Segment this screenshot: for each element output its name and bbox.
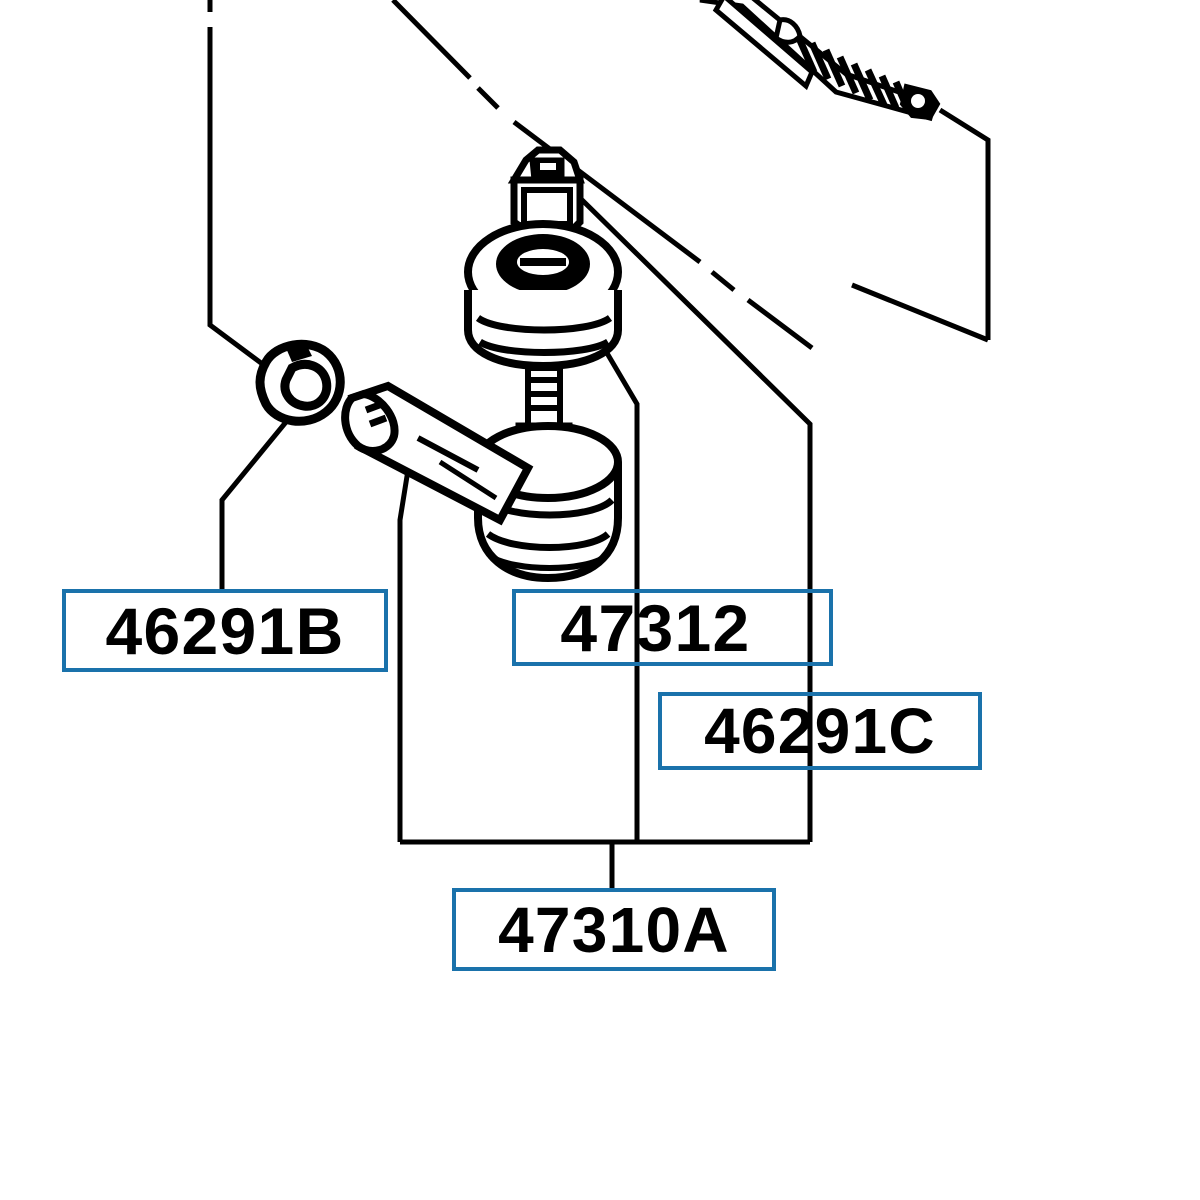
callout-47310A[interactable]: 47310A	[452, 888, 776, 971]
centerline-seg-3	[746, 298, 814, 350]
rack-rod-thread-part	[699, 0, 941, 122]
boundary-right-diagonal	[851, 282, 989, 343]
boundary-left-edge	[207, 27, 302, 395]
centerline-seg-2	[512, 120, 702, 264]
dust-boot-rib-1	[475, 314, 613, 334]
centerline-seg-1	[391, 0, 472, 80]
callout-46291B[interactable]: 46291B	[62, 589, 388, 672]
dust-boot-center-bar	[520, 258, 566, 266]
leader-46291C	[576, 194, 813, 842]
tie-rod-housing-rib-3	[488, 553, 608, 571]
callout-46291B-code: 46291B	[105, 593, 345, 668]
lock-nut-facet-shadow	[286, 344, 312, 362]
leader-47312	[601, 346, 640, 842]
tie-rod-arm-crease-2	[438, 459, 498, 501]
tie-rod-housing-rib-2	[485, 531, 611, 551]
rack-rod-collar	[712, 0, 816, 91]
leader-47310A-left	[397, 469, 411, 842]
dust-boot-part	[464, 220, 622, 371]
callout-47312-code: 47312	[560, 590, 751, 665]
callout-46291C[interactable]: 46291C	[658, 692, 982, 770]
centerline-dash-2	[710, 270, 736, 292]
lock-nut-part	[255, 339, 345, 426]
dust-boot-rib-2	[478, 338, 610, 356]
hex-nut-bore-highlight	[540, 163, 556, 170]
tie-rod-arm-crease	[416, 435, 480, 473]
tie-rod-arm-end-threads	[364, 400, 388, 428]
boundary-right-edge	[938, 107, 991, 340]
callout-46291C-code: 46291C	[704, 695, 936, 767]
ball-stud-threads	[531, 377, 557, 411]
leader-46291B	[219, 420, 288, 589]
leader-lines	[207, 0, 991, 888]
centerlines	[391, 0, 814, 350]
hex-nut-front-facet	[521, 187, 573, 227]
tie-rod-end-body-part	[341, 381, 622, 583]
callout-47312[interactable]: 47312	[512, 589, 833, 666]
rack-rod-shoulder	[773, 17, 803, 45]
callout-47310A-code: 47310A	[498, 893, 730, 966]
lock-nut-bore	[280, 360, 332, 411]
rack-rod-tip-hole	[911, 94, 925, 108]
centerline-dash-1	[476, 86, 500, 110]
